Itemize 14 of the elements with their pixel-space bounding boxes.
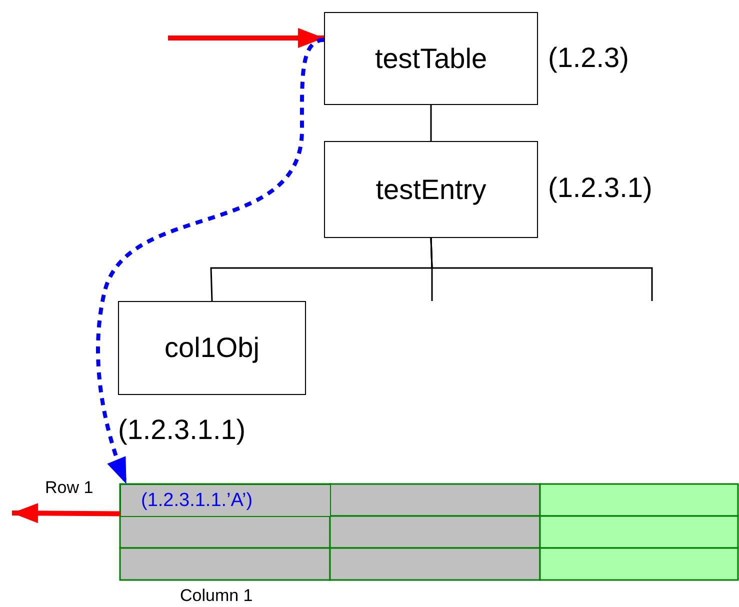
oid-label: (1.2.3): [548, 42, 629, 74]
table-cell: (1.2.3.1.1.’A’): [120, 484, 331, 517]
arrow: [96, 38, 324, 485]
connector-line: [430, 105, 432, 141]
connector-line: [430, 238, 653, 301]
oid-label: (1.2.3.1.1): [118, 414, 246, 446]
arrow: [12, 503, 120, 524]
column-label: Column 1: [180, 586, 253, 606]
object-box: testEntry: [324, 141, 538, 238]
object-box: testTable: [324, 12, 538, 105]
object-box: col1Obj: [118, 301, 306, 395]
oid-label: (1.2.3.1): [548, 172, 652, 204]
row-label: Row 1: [45, 478, 94, 498]
arrow: [168, 28, 324, 48]
